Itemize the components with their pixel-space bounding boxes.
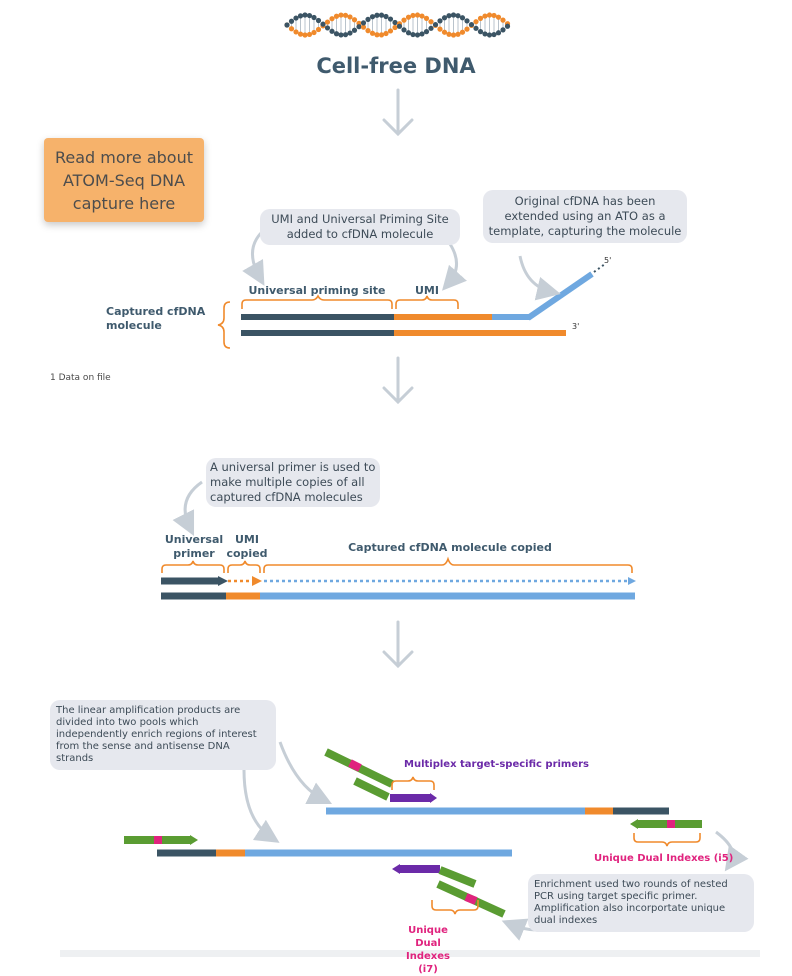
note-enrichment: Enrichment used two rounds of nested PCR… — [528, 874, 754, 932]
label-umi-copied: UMI copied — [226, 533, 268, 560]
label-multiplex-primers: Multiplex target-specific primers — [404, 759, 590, 770]
read-more-button[interactable]: Read more about ATOM-Seq DNA capture her… — [44, 138, 204, 222]
label-universal-primer: Universal primer — [164, 533, 224, 560]
down-arrow-icon — [382, 620, 414, 669]
note-universal-primer: A universal primer is used to make multi… — [206, 458, 380, 507]
brace-icon — [161, 556, 633, 573]
captured-cfdna-molecule — [241, 263, 606, 336]
label-i5: Unique Dual Indexes (i5) — [594, 853, 734, 864]
curved-arrow-icon — [242, 230, 561, 301]
label-universal-priming-site: Universal priming site — [248, 284, 386, 297]
down-arrow-icon — [382, 356, 414, 405]
read-more-label: Read more about ATOM-Seq DNA capture her… — [55, 147, 193, 213]
curved-arrow-icon — [172, 480, 203, 537]
copied-molecule — [161, 576, 636, 600]
enrichment-strand-lower — [124, 835, 512, 918]
page-title: Cell-free DNA — [316, 54, 476, 78]
note-original-extended: Original cfDNA has been extended using a… — [483, 190, 687, 243]
note-umi-added: UMI and Universal Priming Site added to … — [260, 209, 460, 245]
note-two-pools: The linear amplification products are di… — [50, 700, 276, 770]
label-5-prime: 5' — [604, 256, 612, 265]
brace-icon — [391, 776, 701, 915]
label-captured-cfdna: Captured cfDNA molecule — [106, 305, 206, 332]
down-arrow-icon — [382, 88, 414, 137]
label-3-prime: 3' — [572, 322, 580, 331]
brace-icon — [217, 294, 459, 349]
footnote: 1 Data on file — [50, 373, 111, 383]
dna-helix-icon — [284, 12, 511, 38]
enrichment-strand-upper — [324, 748, 702, 829]
label-i7: Unique Dual Indexes (i7) — [406, 925, 450, 975]
label-molecule-copied: Captured cfDNA molecule copied — [348, 541, 552, 554]
label-umi: UMI — [415, 284, 439, 297]
